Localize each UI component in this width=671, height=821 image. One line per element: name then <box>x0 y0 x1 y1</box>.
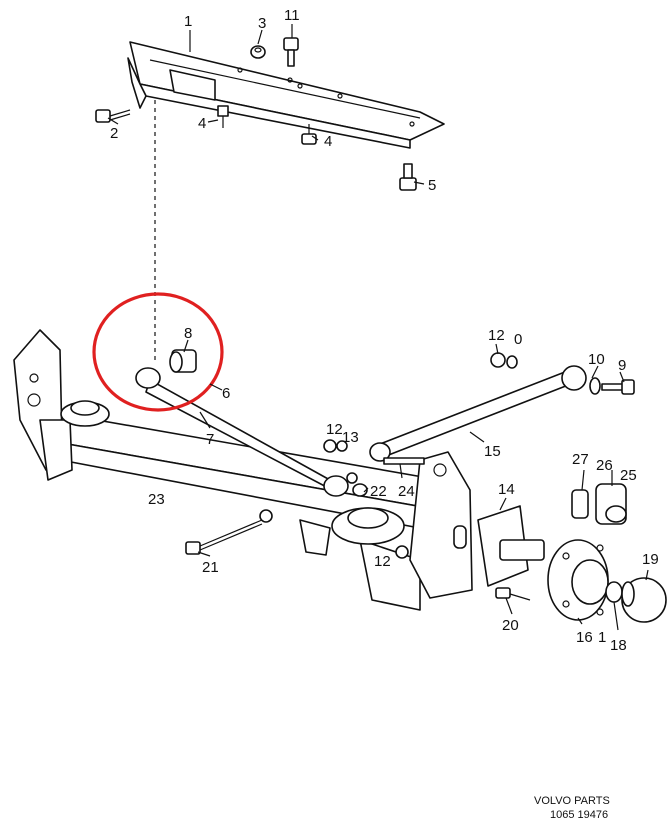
label-15: 15 <box>484 443 501 460</box>
spring-seat-right <box>331 507 405 545</box>
label-11: 11 <box>284 7 300 24</box>
torque-rod <box>135 367 349 497</box>
bolt-2 <box>95 109 131 123</box>
label-22: 22 <box>370 483 387 500</box>
label-7: 7 <box>206 431 214 448</box>
sleeve-27 <box>571 489 589 519</box>
hub-16 <box>547 539 609 621</box>
washer-10 <box>589 377 601 395</box>
label-19: 19 <box>642 551 659 568</box>
panhard-rod <box>369 365 587 462</box>
label-12b: 12 <box>326 421 343 438</box>
label-0: 0 <box>514 331 522 348</box>
label-21: 21 <box>202 559 219 576</box>
highlight-circle <box>92 292 224 412</box>
part-labels: 1 3 11 2 4 4 5 8 6 7 12 0 10 9 12 13 15 … <box>110 7 659 654</box>
bolt-21 <box>185 509 273 555</box>
label-14: 14 <box>498 481 515 498</box>
bolt-20 <box>495 587 531 601</box>
label-8: 8 <box>184 325 192 342</box>
label-6: 6 <box>222 385 230 402</box>
label-24: 24 <box>398 483 415 500</box>
bolt-5 <box>399 163 417 191</box>
label-4b: 4 <box>324 133 332 150</box>
label-2: 2 <box>110 125 118 142</box>
label-12c: 12 <box>374 553 391 570</box>
hub-cap-19 <box>621 577 667 623</box>
label-1b: 1 <box>598 629 606 646</box>
label-3: 3 <box>258 15 266 32</box>
label-20: 20 <box>502 617 519 634</box>
bolt-11 <box>283 37 299 67</box>
bolt-24 <box>383 457 425 465</box>
nut-3 <box>250 45 266 59</box>
bushing-8 <box>169 349 197 373</box>
label-10: 10 <box>588 351 605 368</box>
label-23: 23 <box>148 491 165 508</box>
footer: VOLVO PARTS 1065 19476 <box>534 795 610 821</box>
label-25: 25 <box>620 467 637 484</box>
stub-axle <box>499 539 545 561</box>
label-5: 5 <box>428 177 436 194</box>
label-27: 27 <box>572 451 589 468</box>
bushing-26 <box>595 483 627 525</box>
leader-lines <box>107 24 649 631</box>
bearing-nut-18 <box>605 581 623 603</box>
bolt-9 <box>601 379 635 395</box>
nut-12-13 <box>323 439 358 484</box>
spring-seat-left <box>60 400 110 427</box>
label-13: 13 <box>342 429 359 446</box>
label-18: 18 <box>610 637 627 654</box>
label-26: 26 <box>596 457 613 474</box>
label-9: 9 <box>618 357 626 374</box>
label-12a: 12 <box>488 327 505 344</box>
bolt-4a <box>217 105 229 128</box>
footer-brand: VOLVO PARTS <box>534 795 610 807</box>
nut-22 <box>352 483 368 497</box>
nut-12-lower <box>395 545 409 559</box>
footer-code: 1065 19476 <box>550 809 608 821</box>
label-16: 16 <box>576 629 593 646</box>
nut-12-top <box>490 352 518 369</box>
support-bracket <box>127 41 445 149</box>
label-1: 1 <box>184 13 192 30</box>
label-4a: 4 <box>198 115 206 132</box>
side-bracket <box>409 451 473 599</box>
